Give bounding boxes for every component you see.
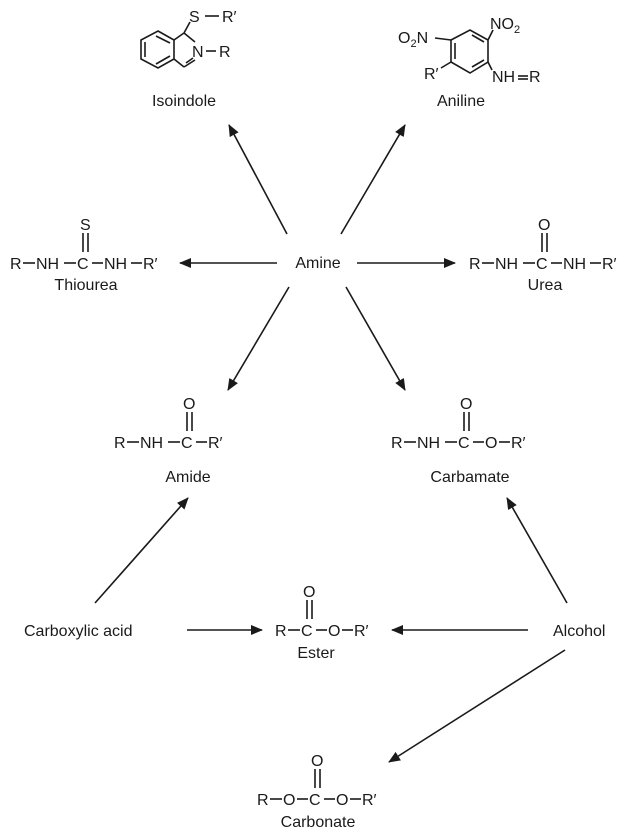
thiourea-r-prime: R′ (143, 256, 158, 273)
carbonate-structure: R O C O O R′ Carbonate (257, 753, 377, 831)
aniline-o2n-o: O2N (398, 30, 428, 50)
thiourea-c: C (77, 256, 89, 273)
isoindole-r: R (219, 44, 231, 61)
isoindole-structure: S R′ N R Isoindole (140, 9, 237, 110)
urea-o: O (538, 217, 550, 234)
arrows (94, 124, 568, 763)
aniline-r-prime: R′ (424, 66, 439, 83)
ester-r: R (275, 623, 287, 640)
isoindole-label: Isoindole (152, 93, 216, 110)
amide-structure: R NH C O R′ Amide (114, 396, 223, 486)
ester-structure: R C O O R′ Ester (275, 584, 369, 662)
carbamate-o: O (485, 435, 497, 452)
thiourea-structure: R NH C S NH R′ Thiourea (10, 217, 158, 294)
thiourea-label: Thiourea (54, 277, 117, 294)
aniline-label: Aniline (437, 93, 485, 110)
amide-label: Amide (165, 469, 210, 486)
ester-o-top: O (303, 584, 315, 601)
ester-r-prime: R′ (354, 623, 369, 640)
arrow-acid-to-amide (94, 497, 189, 604)
carbonate-o2: O (336, 792, 348, 809)
isoindole-n: N (192, 44, 204, 61)
carbamate-nh: NH (417, 435, 440, 452)
urea-label: Urea (528, 277, 563, 294)
carbamate-r: R (391, 435, 403, 452)
carbonate-r-prime: R′ (362, 792, 377, 809)
arrow-amine-to-isoindole (228, 124, 288, 235)
thiourea-nh2: NH (104, 256, 127, 273)
thiourea-nh1: NH (36, 256, 59, 273)
urea-c: C (536, 256, 548, 273)
carboxylic-acid-label: Carboxylic acid (24, 623, 132, 640)
amine-label: Amine (295, 255, 340, 272)
carbonate-o-top: O (311, 753, 323, 770)
carbamate-c: C (458, 435, 470, 452)
ester-label: Ester (297, 645, 335, 662)
carbonate-c: C (309, 792, 321, 809)
urea-r: R (469, 256, 481, 273)
carbonate-label: Carbonate (281, 814, 356, 831)
aniline-nh: NH (492, 69, 515, 86)
isoindole-s: S (189, 9, 200, 26)
carbamate-o-top: O (460, 396, 472, 413)
amide-nh: NH (140, 435, 163, 452)
arrow-amine-to-amide (227, 286, 290, 391)
urea-structure: R NH C O NH R′ Urea (469, 217, 617, 294)
aniline-no2: NO2 (490, 16, 520, 36)
amide-r: R (114, 435, 126, 452)
aniline-ring (450, 29, 489, 74)
amide-c: C (181, 435, 193, 452)
isoindole-r-prime: R′ (222, 9, 237, 26)
arrow-amine-to-carbamate (345, 286, 406, 391)
carbamate-r-prime: R′ (511, 435, 526, 452)
alcohol-label: Alcohol (553, 623, 605, 640)
thiourea-s: S (80, 217, 91, 234)
amide-o: O (183, 396, 195, 413)
carbonate-o1: O (283, 792, 295, 809)
ester-c: C (301, 623, 313, 640)
aniline-structure: O2N NO2 R′ NH R Aniline (398, 16, 541, 110)
arrow-alcohol-to-carbamate (506, 497, 568, 604)
arrow-alcohol-to-carbonate (388, 649, 566, 763)
urea-nh1: NH (495, 256, 518, 273)
carbamate-structure: R NH C O O R′ Carbamate (391, 396, 526, 486)
carbamate-label: Carbamate (430, 469, 509, 486)
ester-o: O (328, 623, 340, 640)
amide-r-prime: R′ (208, 435, 223, 452)
urea-r-prime: R′ (602, 256, 617, 273)
carbonate-r: R (257, 792, 269, 809)
arrow-amine-to-aniline (340, 124, 406, 235)
thiourea-r: R (10, 256, 22, 273)
urea-nh2: NH (563, 256, 586, 273)
aniline-r: R (529, 69, 541, 86)
